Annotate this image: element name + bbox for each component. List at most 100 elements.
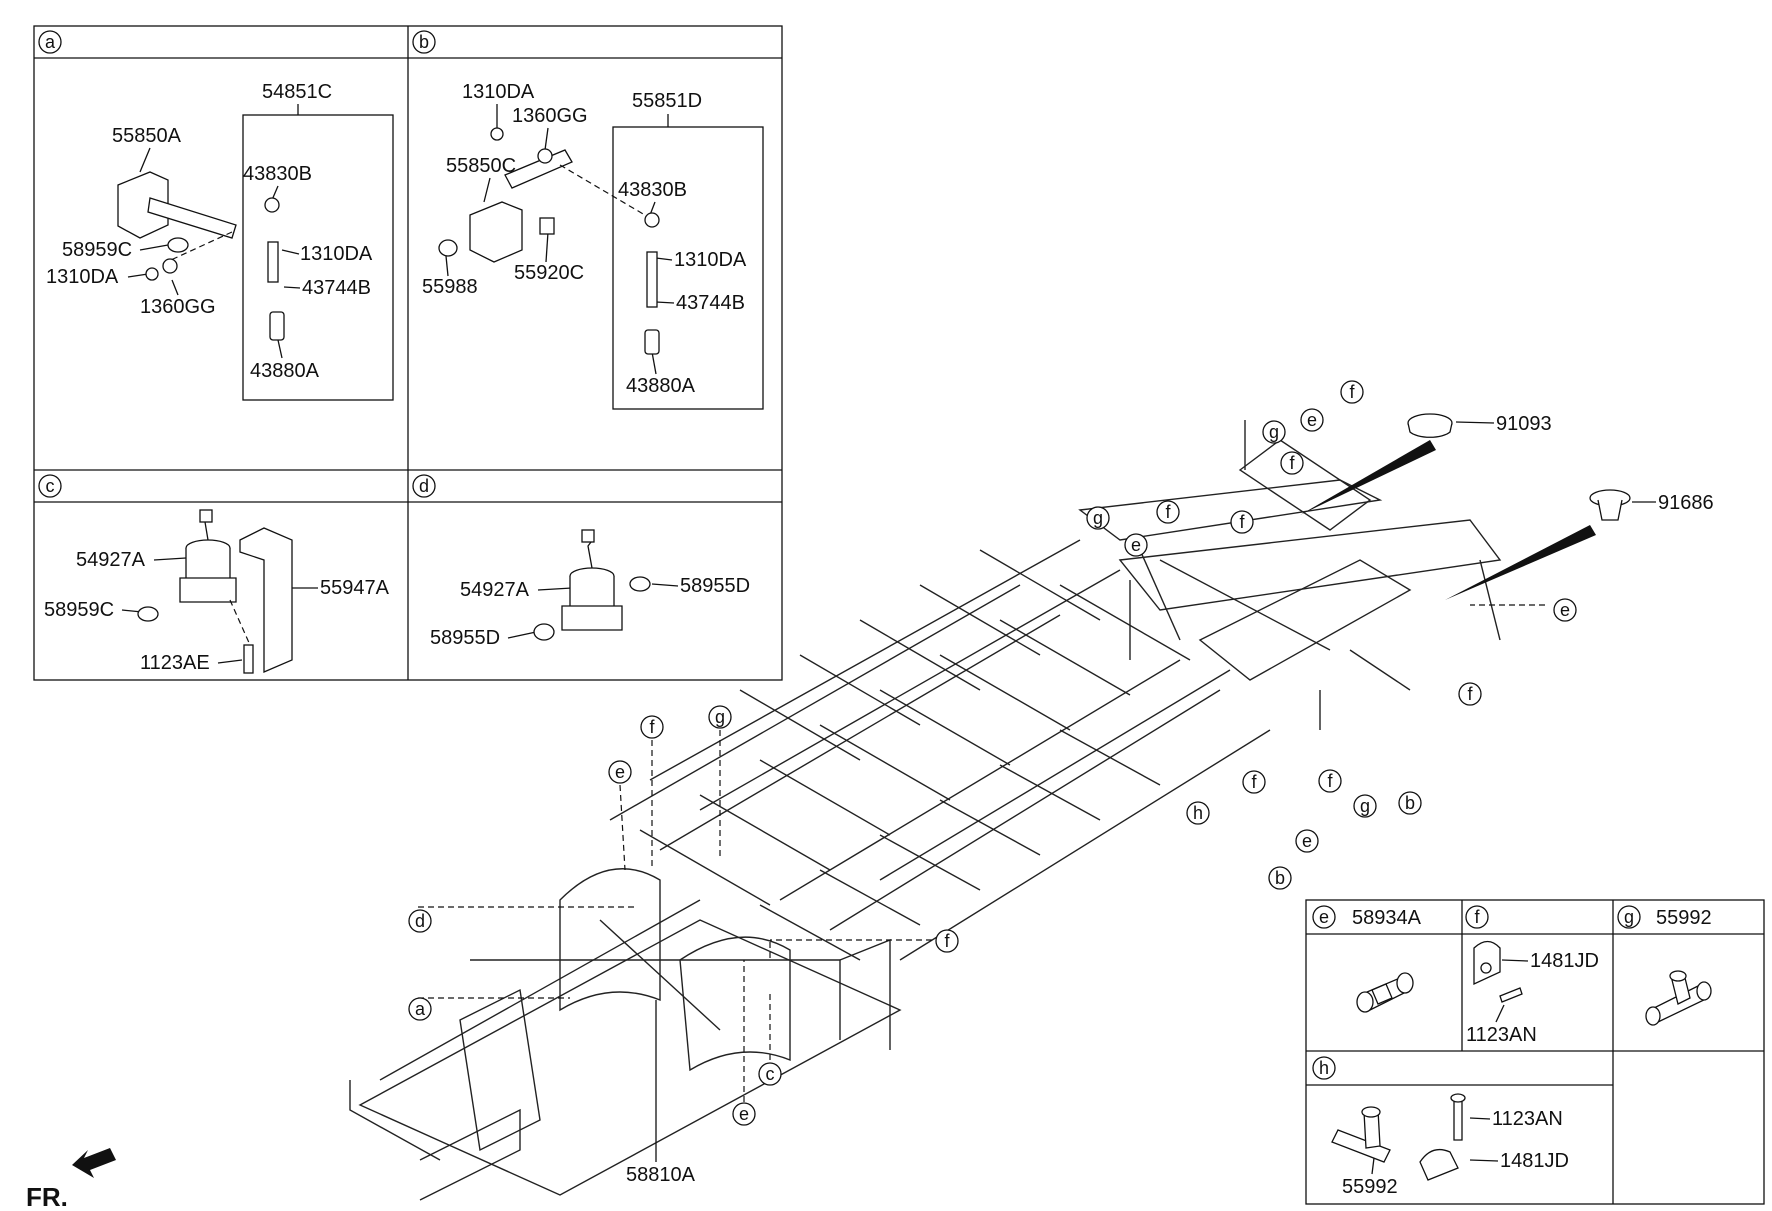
svg-text:f: f: [1349, 382, 1355, 402]
svg-text:b: b: [1275, 868, 1285, 888]
inset-grid-bottom: [1305, 899, 1765, 1205]
label-43830B: 43830B: [243, 163, 312, 185]
main-labels: 91093 91686 58810A FR.: [26, 413, 1714, 1211]
svg-text:b: b: [1405, 793, 1415, 813]
svg-text:e: e: [1307, 410, 1317, 430]
panel-b: b 1310DA 1360GG 55851D 55850C 43830B 131…: [412, 30, 764, 410]
panel-c: c 54927A 55947A 58959C 1123AE: [38, 474, 390, 674]
label-1310DA-right: 1310DA: [300, 243, 373, 265]
front-direction-label: FR.: [26, 1182, 68, 1211]
svg-text:f: f: [649, 717, 655, 737]
svg-text:e: e: [1560, 600, 1570, 620]
label-43744B: 43744B: [302, 277, 371, 299]
callout-leaders: [418, 604, 1545, 1150]
label-58955D-left: 58955D: [430, 627, 500, 649]
svg-text:c: c: [766, 1064, 775, 1084]
panel-f: f 1481JD 1123AN: [1465, 905, 1599, 1046]
svg-text:f: f: [1251, 772, 1257, 792]
svg-text:e: e: [739, 1104, 749, 1124]
label-43880A: 43880A: [250, 360, 320, 382]
callout-a: a: [408, 997, 432, 1021]
panel-h: h 1123AN 55992 1481JD: [1312, 1056, 1569, 1198]
panel-h-letter: h: [1319, 1058, 1329, 1078]
callouts: f e g f g e f f e f h f f g b e b e f f …: [408, 380, 1577, 1126]
label-58810A: 58810A: [626, 1164, 696, 1186]
panel-a: a 54851C 55850A 43830B 58959C 1310DA 131…: [38, 30, 394, 401]
label-55988: 55988: [422, 276, 478, 298]
label-54927A: 54927A: [76, 549, 146, 571]
svg-text:g: g: [715, 707, 725, 727]
panel-g-letter: g: [1624, 907, 1634, 927]
label-58959C: 58959C: [44, 599, 114, 621]
label-91093: 91093: [1496, 413, 1552, 435]
label-55850C: 55850C: [446, 155, 516, 177]
callout-f: f: [1156, 500, 1180, 524]
svg-text:g: g: [1360, 796, 1370, 816]
callout-e: e: [1124, 533, 1148, 557]
panel-b-letter: b: [419, 32, 429, 52]
label-55920C: 55920C: [514, 262, 584, 284]
svg-text:h: h: [1193, 803, 1203, 823]
callout-f: f: [1230, 510, 1254, 534]
callout-b: b: [1268, 866, 1292, 890]
label-91686: 91686: [1658, 492, 1714, 514]
callout-b: b: [1398, 791, 1422, 815]
svg-text:g: g: [1093, 508, 1103, 528]
svg-text:d: d: [415, 911, 425, 931]
callout-e: e: [732, 1102, 756, 1126]
chassis-illustration: [72, 420, 1596, 1201]
svg-text:e: e: [1302, 831, 1312, 851]
label-1310DA-right: 1310DA: [674, 249, 747, 271]
svg-text:f: f: [1165, 502, 1171, 522]
callout-f: f: [1340, 380, 1364, 404]
svg-text:e: e: [1131, 535, 1141, 555]
panel-e-letter: e: [1319, 907, 1329, 927]
callout-f: f: [1318, 769, 1342, 793]
callout-f: f: [935, 929, 959, 953]
callout-c: c: [758, 1062, 782, 1086]
panel-e: e 58934A: [1312, 905, 1422, 1013]
svg-text:e: e: [615, 762, 625, 782]
panel-c-letter: c: [46, 476, 55, 496]
inset-grid: [33, 25, 783, 681]
callout-f: f: [1280, 451, 1304, 475]
label-58934A: 58934A: [1352, 907, 1422, 929]
label-43830B: 43830B: [618, 179, 687, 201]
panel-a-letter: a: [45, 32, 56, 52]
label-1360GG: 1360GG: [512, 105, 588, 127]
label-1360GG: 1360GG: [140, 296, 216, 318]
callout-g: g: [1353, 794, 1377, 818]
callout-f: f: [1242, 770, 1266, 794]
label-1123AN: 1123AN: [1466, 1024, 1537, 1046]
label-1123AE: 1123AE: [140, 652, 210, 674]
callout-h: h: [1186, 801, 1210, 825]
callout-e: e: [608, 760, 632, 784]
svg-text:g: g: [1269, 422, 1279, 442]
svg-text:a: a: [415, 999, 426, 1019]
callout-g: g: [1262, 420, 1286, 444]
callout-f: f: [640, 715, 664, 739]
label-58959C: 58959C: [62, 239, 132, 261]
label-55851D: 55851D: [632, 90, 702, 112]
label-43880A: 43880A: [626, 375, 696, 397]
svg-text:f: f: [1467, 684, 1473, 704]
label-54927A: 54927A: [460, 579, 530, 601]
svg-text:f: f: [944, 931, 950, 951]
callout-e: e: [1295, 829, 1319, 853]
svg-text:f: f: [1289, 453, 1295, 473]
label-1310DA-left: 1310DA: [46, 266, 119, 288]
label-1481JD: 1481JD: [1500, 1150, 1569, 1172]
label-55947A: 55947A: [320, 577, 390, 599]
label-1123AN: 1123AN: [1492, 1108, 1563, 1130]
callout-g: g: [1086, 506, 1110, 530]
label-54851C: 54851C: [262, 81, 332, 103]
panel-f-letter: f: [1474, 907, 1480, 927]
svg-text:f: f: [1327, 771, 1333, 791]
panel-g: g 55992: [1617, 905, 1712, 1026]
label-58955D-right: 58955D: [680, 575, 750, 597]
panel-d: d 54927A 58955D 58955D: [412, 474, 750, 649]
label-1310DA-top: 1310DA: [462, 81, 535, 103]
label-1481JD: 1481JD: [1530, 950, 1599, 972]
callout-e: e: [1553, 598, 1577, 622]
